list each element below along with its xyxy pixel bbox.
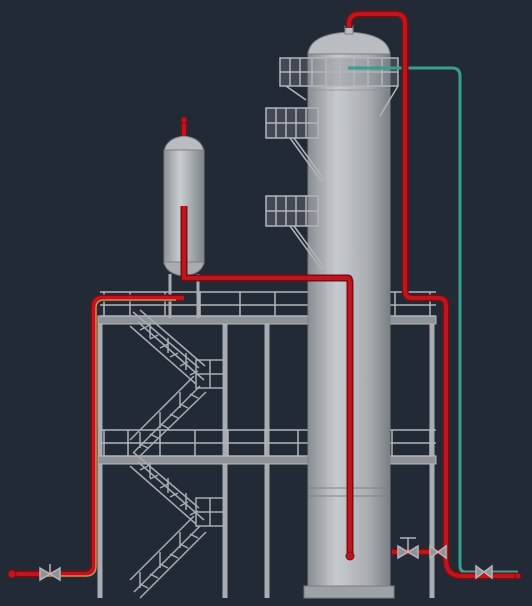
- drum-top-head: [163, 135, 205, 153]
- pipe-end-caps: [7, 116, 522, 580]
- column-top-head: [307, 31, 391, 55]
- inlet-valve: [39, 564, 61, 582]
- stair-flight-lower-b: [129, 515, 207, 599]
- stair-flights: [129, 309, 225, 599]
- stair-flight-lower-a: [129, 451, 205, 525]
- right-end-valve: [475, 564, 493, 580]
- inlet-line: [12, 294, 184, 578]
- reflux-line: [180, 120, 354, 554]
- column-platform-3: [265, 195, 327, 271]
- gate-valve-1: [397, 537, 419, 560]
- stair-flight-middle: [129, 375, 207, 457]
- gate-valve-2: [429, 544, 447, 560]
- drum-vent-cap: [180, 116, 188, 124]
- column-top-platform: [279, 57, 399, 117]
- overhead-vapor-line: [345, 10, 518, 580]
- stair-landing-lower: [195, 497, 225, 527]
- outlet-end-cap: [514, 572, 522, 580]
- teal-utility-line: [348, 66, 518, 574]
- stair-flight-upper: [129, 309, 206, 385]
- inlet-end-cap: [7, 569, 17, 579]
- outlet-valves: [39, 537, 493, 582]
- stair-landing-upper: [195, 359, 225, 389]
- reflux-end-cap: [345, 551, 355, 561]
- column-skirt: [303, 585, 395, 599]
- column-platform-2: [265, 107, 327, 183]
